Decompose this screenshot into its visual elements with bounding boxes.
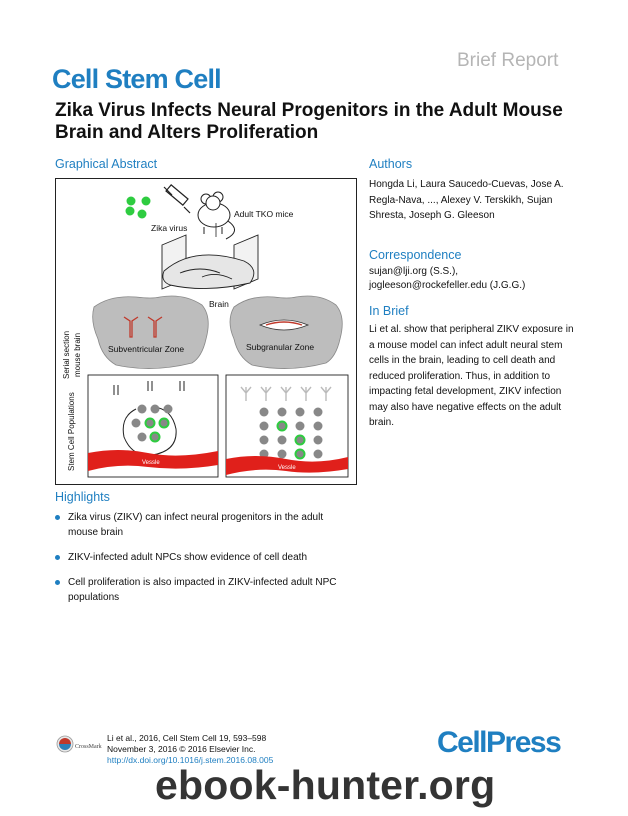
mouse-brain-label: mouse brain <box>73 333 82 377</box>
zika-virus-label: Zika virus <box>151 223 187 233</box>
highlight-text: Zika virus (ZIKV) can infect neural prog… <box>68 512 324 538</box>
citation-line-1: Li et al., 2016, Cell Stem Cell 19, 593–… <box>107 733 267 743</box>
adult-tko-mice-label: Adult TKO mice <box>234 209 294 219</box>
cellpress-logo: CellPress <box>437 726 562 759</box>
graphical-abstract-illustration: Zika virus Adult TKO mice Brain Serial s… <box>62 184 349 478</box>
watermark-text: ebook-hunter.org <box>155 762 496 808</box>
doi-link[interactable]: http://dx.doi.org/10.1016/j.stem.2016.08… <box>107 755 274 765</box>
highlights-list: Zika virus (ZIKV) can infect neural prog… <box>55 510 355 615</box>
svz-label: Subventricular Zone <box>108 344 184 354</box>
journal-logo: Cell Stem Cell <box>52 64 222 94</box>
crossmark-label: CrossMark <box>75 744 102 750</box>
bullet-icon <box>55 555 60 560</box>
correspondence-email-2[interactable]: jogleeson@rockefeller.edu (J.G.G.) <box>369 280 526 291</box>
citation-block: Li et al., 2016, Cell Stem Cell 19, 593–… <box>107 733 273 766</box>
bullet-icon <box>55 515 60 520</box>
bullet-icon <box>55 580 60 585</box>
zika-virus-particles <box>125 196 151 219</box>
graphical-abstract-figure: Zika virus Adult TKO mice Brain Serial s… <box>55 178 357 485</box>
brain-section-icon <box>161 234 259 290</box>
serial-section-label: Serial section <box>62 331 71 379</box>
sgz-coronal-section <box>229 295 343 369</box>
correspondence-heading: Correspondence <box>369 248 462 262</box>
sgz-label: Subgranular Zone <box>246 342 314 352</box>
mouse-icon <box>197 191 235 240</box>
highlight-text: Cell proliferation is also impacted in Z… <box>68 577 337 603</box>
highlight-item: ZIKV-infected adult NPCs show evidence o… <box>55 550 355 565</box>
highlight-item: Cell proliferation is also impacted in Z… <box>55 575 355 605</box>
article-title: Zika Virus Infects Neural Progenitors in… <box>55 100 563 143</box>
highlight-text: ZIKV-infected adult NPCs show evidence o… <box>68 552 308 563</box>
graphical-abstract-heading: Graphical Abstract <box>55 157 158 171</box>
in-brief-text: Li et al. show that peripheral ZIKV expo… <box>369 324 574 428</box>
sgz-cell-population-panel <box>225 374 349 478</box>
vessel-label-left: Vessle <box>142 460 160 466</box>
correspondence-emails: sujan@lji.org (S.S.), jogleeson@rockefel… <box>369 265 525 293</box>
in-brief-heading: In Brief <box>369 304 409 318</box>
article-type-label: Brief Report <box>457 50 559 71</box>
syringe-icon <box>163 184 191 214</box>
authors-heading: Authors <box>369 157 413 171</box>
citation-line-2: November 3, 2016 © 2016 Elsevier Inc. <box>107 744 256 754</box>
highlight-item: Zika virus (ZIKV) can infect neural prog… <box>55 510 355 540</box>
highlights-heading: Highlights <box>55 490 110 504</box>
vessel-label-right: Vessle <box>278 465 296 471</box>
stem-cell-populations-label: Stem Cell Populations <box>67 392 76 471</box>
correspondence-email-1[interactable]: sujan@lji.org (S.S.), <box>369 266 459 277</box>
authors-list: Hongda Li, Laura Saucedo-Cuevas, Jose A.… <box>369 179 564 221</box>
svz-coronal-section <box>92 295 209 369</box>
brain-label: Brain <box>209 299 229 309</box>
svz-cell-population-panel <box>87 374 219 478</box>
crossmark-icon[interactable] <box>56 735 74 753</box>
